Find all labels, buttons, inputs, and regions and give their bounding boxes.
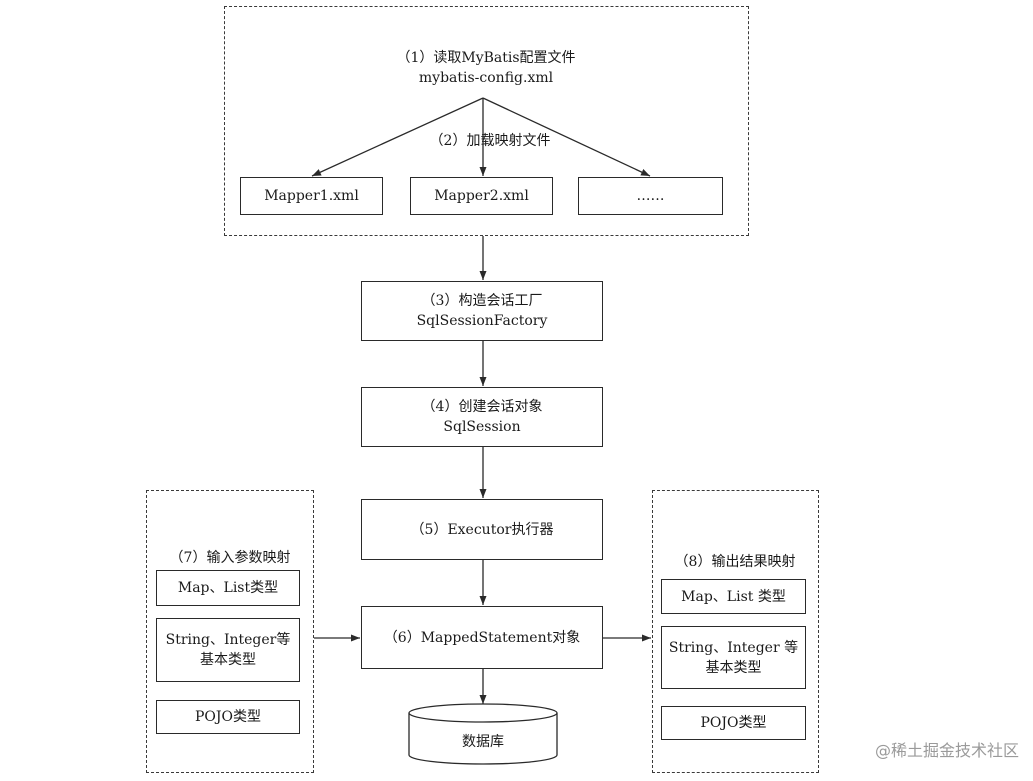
step6-title: （6）MappedStatement对象: [383, 629, 581, 646]
output-item-basic-types-line1: String、Integer 等: [668, 639, 799, 656]
output-mapping-title: （8）输出结果映射: [674, 554, 796, 570]
input-mapping-region: [146, 490, 314, 773]
output-item-map-list-label: Map、List 类型: [681, 588, 786, 605]
mapper1-box: Mapper1.xml: [240, 177, 383, 215]
output-item-basic-types: String、Integer 等 基本类型: [661, 626, 806, 689]
step1-title: （1）读取MyBatis配置文件: [396, 50, 576, 66]
step5-box: （5）Executor执行器: [361, 499, 603, 560]
output-mapping-region: [652, 490, 819, 773]
step4-subtitle: SqlSession: [443, 419, 521, 435]
input-item-pojo-label: POJO类型: [195, 709, 261, 725]
output-item-basic-types-line2: 基本类型: [705, 659, 762, 676]
step3-title: （3）构造会话工厂: [421, 293, 543, 309]
step4-title: （4）创建会话对象: [421, 399, 543, 415]
input-item-map-list: Map、List类型: [156, 570, 300, 606]
mapper2-label: Mapper2.xml: [434, 188, 529, 204]
step3-subtitle: SqlSessionFactory: [416, 313, 548, 329]
step5-title: （5）Executor执行器: [410, 521, 554, 538]
mapper-more-label: ……: [636, 188, 665, 204]
input-item-basic-types-line1: String、Integer等: [165, 632, 291, 648]
input-item-basic-types: String、Integer等 基本类型: [156, 618, 300, 682]
step4-box: （4）创建会话对象 SqlSession: [361, 387, 603, 447]
database-label: 数据库: [462, 734, 504, 750]
step6-box: （6）MappedStatement对象: [361, 606, 603, 669]
input-item-map-list-label: Map、List类型: [177, 580, 279, 596]
mapper-more-box: ……: [578, 177, 723, 215]
input-item-pojo: POJO类型: [156, 700, 300, 734]
output-item-map-list: Map、List 类型: [661, 579, 806, 614]
arrow-to-mapper1: [311, 97, 484, 177]
arrow-to-mapper-more: [482, 97, 651, 177]
step1-config-file: mybatis-config.xml: [418, 70, 554, 86]
mapper2-box: Mapper2.xml: [410, 177, 553, 215]
output-item-pojo-label: POJO类型: [700, 715, 767, 731]
config-loading-region: [224, 6, 749, 236]
mapper1-label: Mapper1.xml: [264, 188, 359, 204]
step2-title: （2）加载映射文件: [410, 131, 570, 151]
input-item-basic-types-line2: 基本类型: [200, 652, 256, 668]
output-item-pojo: POJO类型: [661, 706, 806, 740]
input-mapping-title: （7）输入参数映射: [169, 550, 291, 566]
database-cylinder: [408, 703, 558, 765]
watermark: @稀土掘金技术社区: [874, 741, 1019, 760]
step3-box: （3）构造会话工厂 SqlSessionFactory: [361, 281, 603, 341]
